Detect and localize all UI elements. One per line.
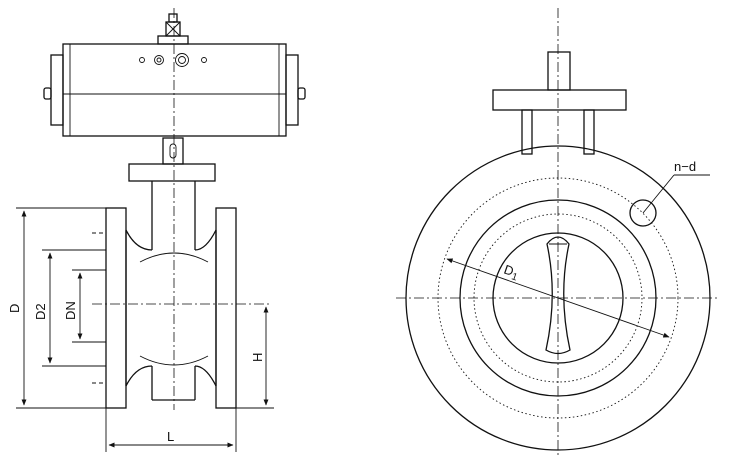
dim-label-d1: D1 — [501, 262, 521, 284]
dim-label-d: D — [7, 304, 22, 313]
pneumatic-actuator — [43, 13, 306, 137]
front-view: n−d D1 — [396, 8, 720, 458]
dim-label-d2: D2 — [33, 303, 48, 320]
dim-label-dn: DN — [63, 301, 78, 320]
dim-label-l: L — [167, 429, 174, 444]
label-n-d: n−d — [674, 159, 696, 174]
side-view: D D2 DN H L — [7, 8, 306, 452]
dim-label-h: H — [250, 353, 265, 362]
